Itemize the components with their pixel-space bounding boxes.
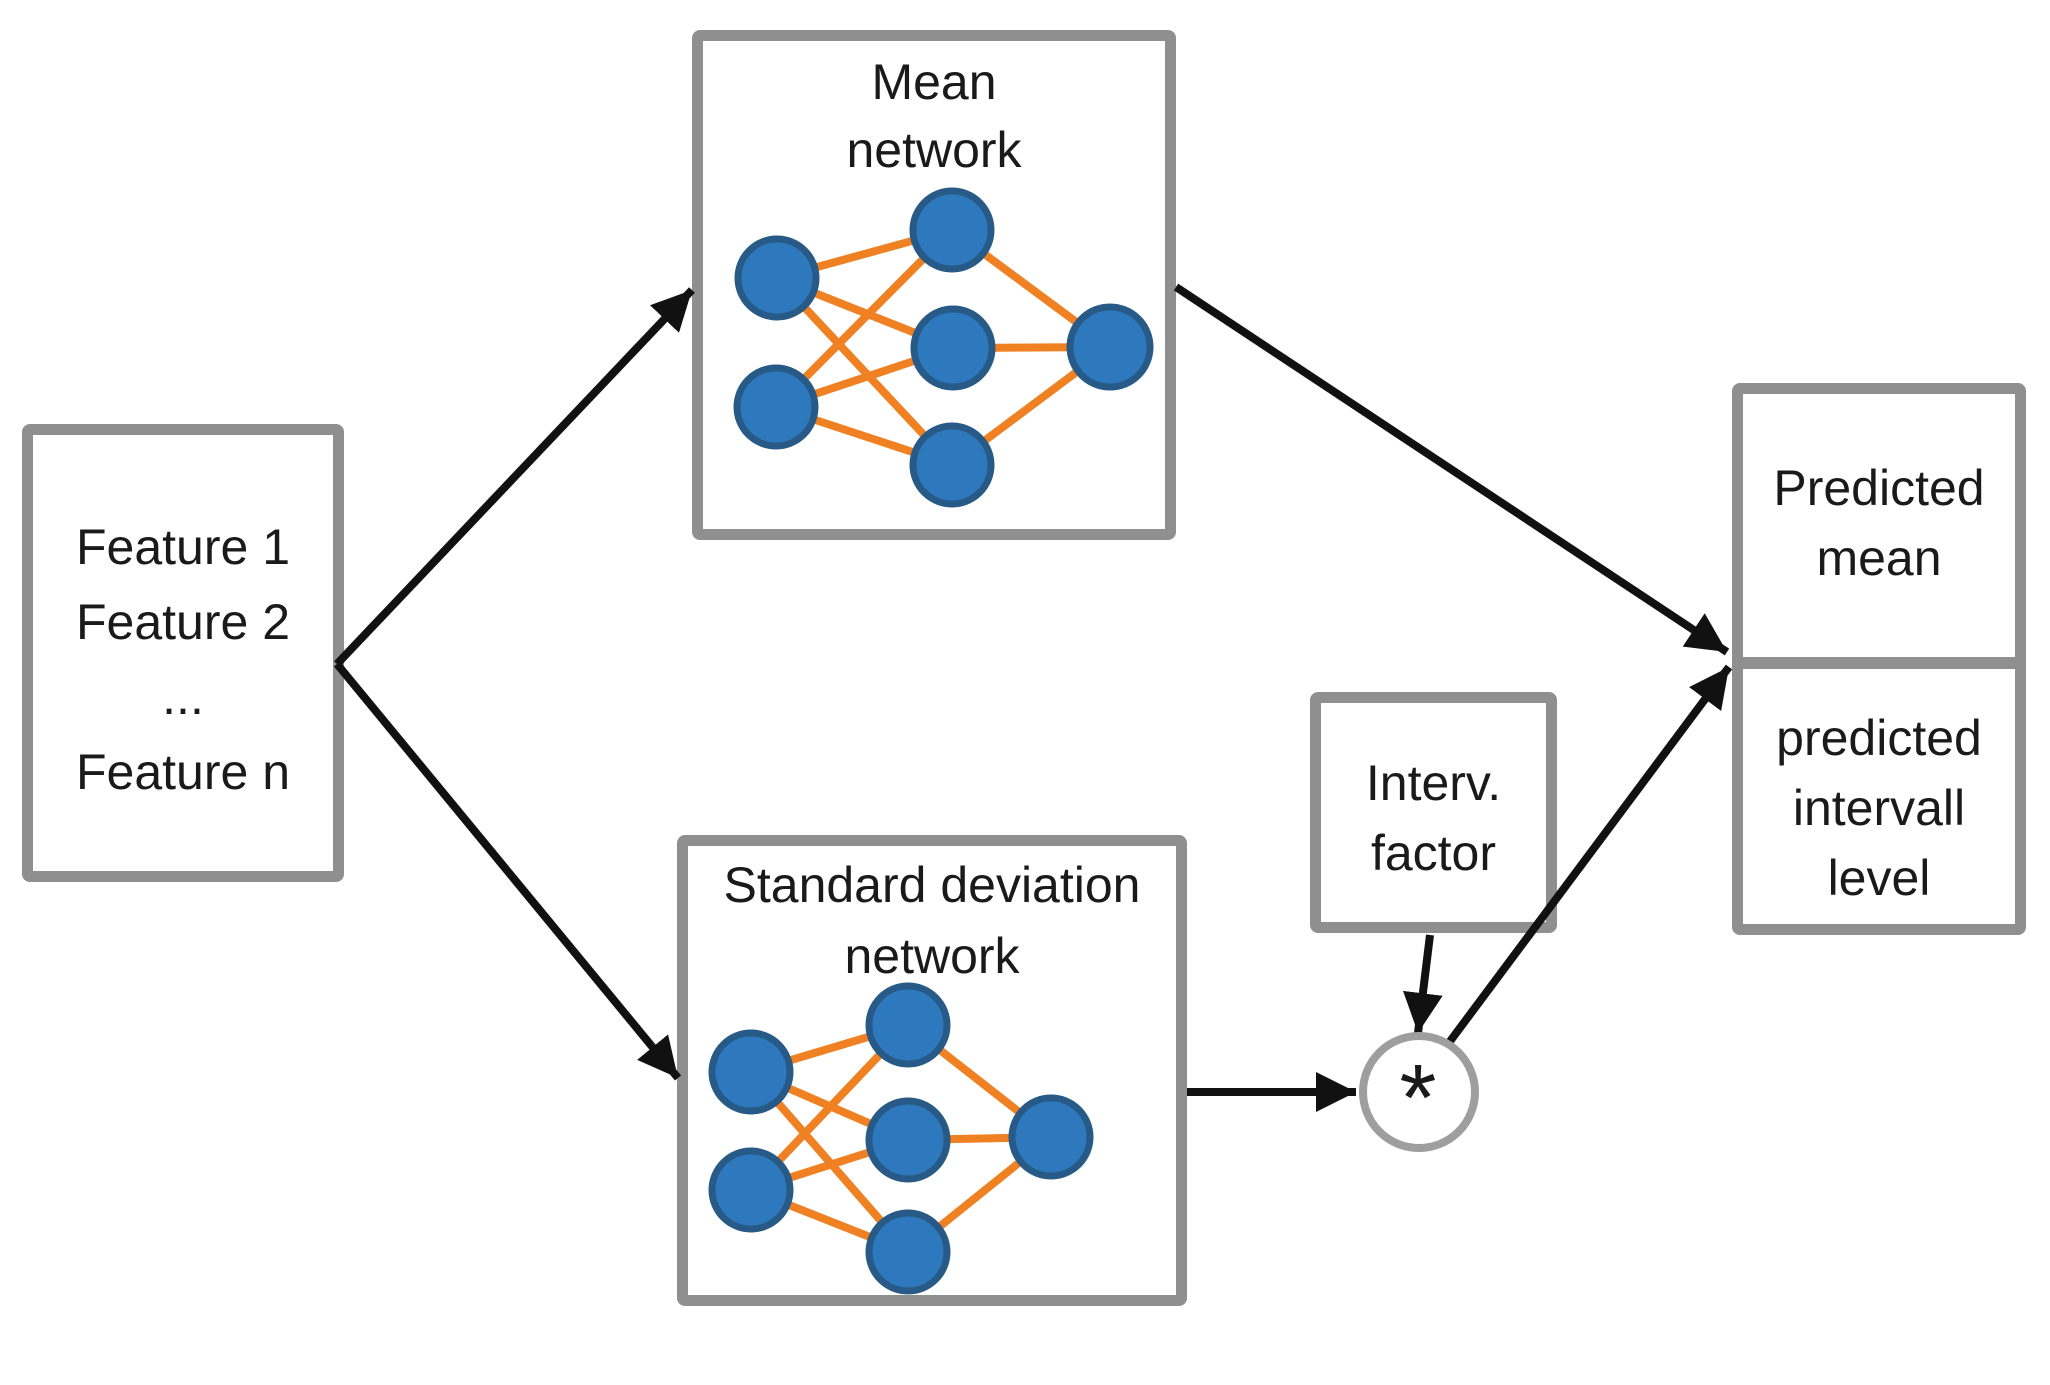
- std-network-title-line: network: [844, 928, 1020, 984]
- mean-network-title: Mean network: [692, 48, 1176, 184]
- multiply-symbol: *: [1400, 1045, 1437, 1151]
- arrow-features-to-std-network: [333, 661, 682, 1081]
- arrow-mean-network-to-output: [1173, 283, 1730, 656]
- predicted-interval-line: intervall: [1792, 779, 1966, 836]
- feature-input-box: [22, 424, 344, 882]
- mean-network-title-line: network: [846, 122, 1022, 178]
- predicted-mean-line: Predicted: [1773, 459, 1985, 516]
- feature-line: Feature n: [75, 744, 290, 800]
- feature-list: Feature 1 Feature 2 ... Feature n: [22, 431, 344, 889]
- interval-factor-line: Interv.: [1365, 754, 1502, 811]
- interval-factor-line: factor: [1370, 824, 1497, 881]
- mean-network-title-line: Mean: [871, 54, 997, 110]
- multiplier-node: *: [1359, 1032, 1479, 1152]
- feature-ellipsis: ...: [162, 669, 204, 725]
- arrow-interval-factor-to-multiplier: [1403, 934, 1443, 1034]
- predicted-mean-label: Predicted mean: [1732, 383, 2026, 662]
- std-network-title: Standard deviation network: [677, 850, 1187, 992]
- predicted-interval-line: level: [1827, 849, 1931, 906]
- predicted-mean-line: mean: [1816, 529, 1942, 586]
- predicted-interval-label: predicted intervall level: [1732, 671, 2026, 944]
- output-box-divider: [1743, 657, 2015, 669]
- feature-line: Feature 2: [75, 594, 290, 650]
- std-network-title-line: Standard deviation: [723, 857, 1141, 913]
- multiplier-circle: [1359, 1032, 1479, 1152]
- predicted-interval-line: predicted: [1776, 709, 1982, 766]
- feature-line: Feature 1: [75, 519, 290, 575]
- interval-factor-label: Interv. factor: [1310, 697, 1557, 938]
- arrow-features-to-mean-network: [334, 287, 695, 667]
- output-box: [1732, 383, 2026, 935]
